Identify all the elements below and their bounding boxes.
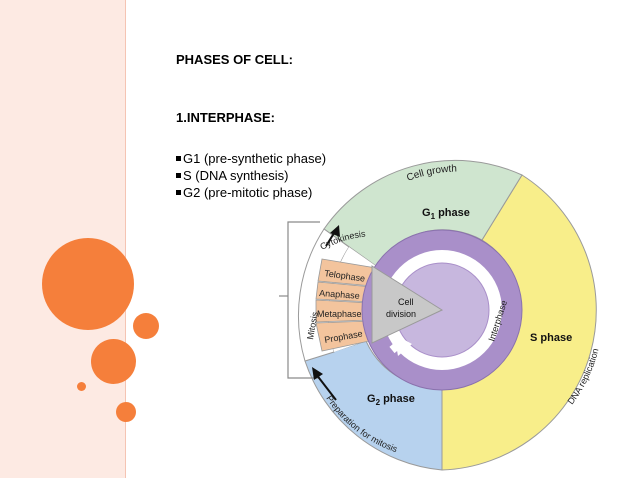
telophase-stage (317, 258, 377, 287)
cycle-arrow-gap (389, 336, 407, 354)
interphase-label: Interphase (486, 299, 509, 343)
mitosis-label: Mitosis (305, 311, 320, 341)
cell-growth-label: Cell growth (405, 164, 457, 184)
cytokinesis-stage (328, 247, 376, 352)
prophase-stage (315, 320, 375, 352)
prophase-label: Prophase (324, 328, 364, 345)
mitosis-bracket (287, 221, 320, 379)
decorative-circle-tiny (77, 382, 86, 391)
stripe-divider (125, 0, 126, 478)
phase-list: G1 (pre-synthetic phase) S (DNA synthesi… (176, 150, 326, 201)
s-phase-label: S phase (530, 332, 572, 344)
g1-phase-label: G1 phase (422, 207, 470, 221)
metaphase-label: Metaphase (317, 309, 362, 319)
telophase-label: Telophase (324, 268, 366, 284)
decorative-circle-small-bottom (116, 402, 136, 422)
anaphase-label: Anaphase (319, 288, 360, 301)
mitosis-outer-band (297, 228, 350, 362)
cell-division-label-line2: division (386, 309, 416, 319)
center-disc (394, 262, 490, 358)
cytokinesis-label: Cytokinesis (318, 229, 366, 252)
inner-white-ring (382, 250, 502, 370)
preparation-arrowhead (312, 367, 323, 380)
cell-division-wedge (371, 265, 444, 344)
interphase-ring (361, 229, 523, 391)
g2-phase-sector (304, 340, 443, 471)
section-heading: 1.INTERPHASE: (176, 110, 275, 125)
bullet-s: S (DNA synthesis) (176, 167, 326, 184)
cycle-arrow-head (394, 334, 412, 356)
g2-phase-label: G2 phase (367, 393, 415, 407)
cytokinesis-arrow (325, 229, 337, 247)
anaphase-stage (315, 281, 373, 303)
cytokinesis-arrowhead (330, 225, 340, 237)
left-decorative-stripe (0, 0, 125, 478)
preparation-label: Preparation for mitosis (324, 393, 399, 454)
decorative-circle-large (42, 238, 134, 330)
dna-replication-label: DNA replication (566, 347, 601, 406)
metaphase-stage (315, 299, 371, 323)
cell-division-label-line1: Cell (398, 297, 414, 307)
s-phase-sector (441, 174, 597, 471)
decorative-circle-medium (91, 339, 136, 384)
g1-phase-sector (323, 159, 523, 267)
bullet-g2: G2 (pre-mitotic phase) (176, 184, 326, 201)
preparation-arrow (315, 373, 337, 401)
slide-title: PHASES OF CELL: (176, 52, 294, 67)
bullet-g1: G1 (pre-synthetic phase) (176, 150, 326, 167)
decorative-circle-small-top (133, 313, 159, 339)
